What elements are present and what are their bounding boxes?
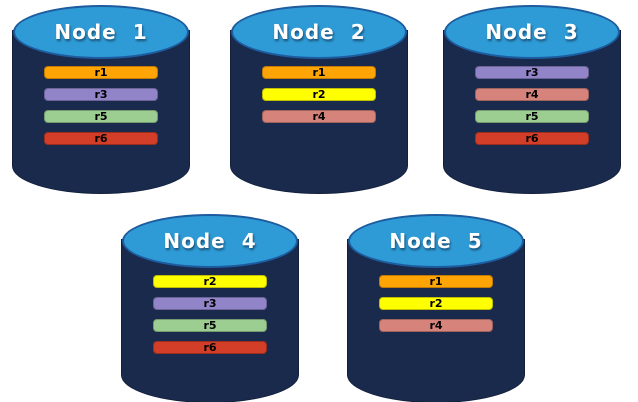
node-1: Node 1 r1 r3 r5 r6 [13, 5, 189, 193]
node-1-replica-list: r1 r3 r5 r6 [44, 66, 158, 154]
node-5-label: Node 5 [389, 229, 483, 253]
replica-bar: r6 [44, 132, 158, 145]
node-3: Node 3 r3 r4 r5 r6 [444, 5, 620, 193]
replica-bar: r5 [153, 319, 267, 332]
replica-bar: r6 [475, 132, 589, 145]
node-4: Node 4 r2 r3 r5 r6 [122, 214, 298, 402]
replica-bar: r1 [262, 66, 376, 79]
node-5-cylinder-top: Node 5 [348, 214, 524, 268]
replica-bar: r4 [262, 110, 376, 123]
replica-bar: r2 [153, 275, 267, 288]
replica-bar: r1 [44, 66, 158, 79]
replica-bar: r6 [153, 341, 267, 354]
replica-bar: r2 [379, 297, 493, 310]
node-3-label: Node 3 [485, 20, 579, 44]
node-4-label: Node 4 [163, 229, 257, 253]
replica-bar: r5 [475, 110, 589, 123]
node-2-label: Node 2 [272, 20, 366, 44]
replica-bar: r4 [475, 88, 589, 101]
replica-bar: r1 [379, 275, 493, 288]
node-3-replica-list: r3 r4 r5 r6 [475, 66, 589, 154]
node-5-replica-list: r1 r2 r4 [379, 275, 493, 341]
node-1-label: Node 1 [54, 20, 148, 44]
node-4-replica-list: r2 r3 r5 r6 [153, 275, 267, 363]
node-4-cylinder-top: Node 4 [122, 214, 298, 268]
replica-bar: r5 [44, 110, 158, 123]
node-2: Node 2 r1 r2 r4 [231, 5, 407, 193]
node-5: Node 5 r1 r2 r4 [348, 214, 524, 402]
node-1-cylinder-top: Node 1 [13, 5, 189, 59]
replica-bar: r3 [153, 297, 267, 310]
node-3-cylinder-top: Node 3 [444, 5, 620, 59]
node-2-cylinder-top: Node 2 [231, 5, 407, 59]
replica-bar: r3 [44, 88, 158, 101]
node-2-replica-list: r1 r2 r4 [262, 66, 376, 132]
replica-bar: r2 [262, 88, 376, 101]
replica-bar: r3 [475, 66, 589, 79]
replica-bar: r4 [379, 319, 493, 332]
